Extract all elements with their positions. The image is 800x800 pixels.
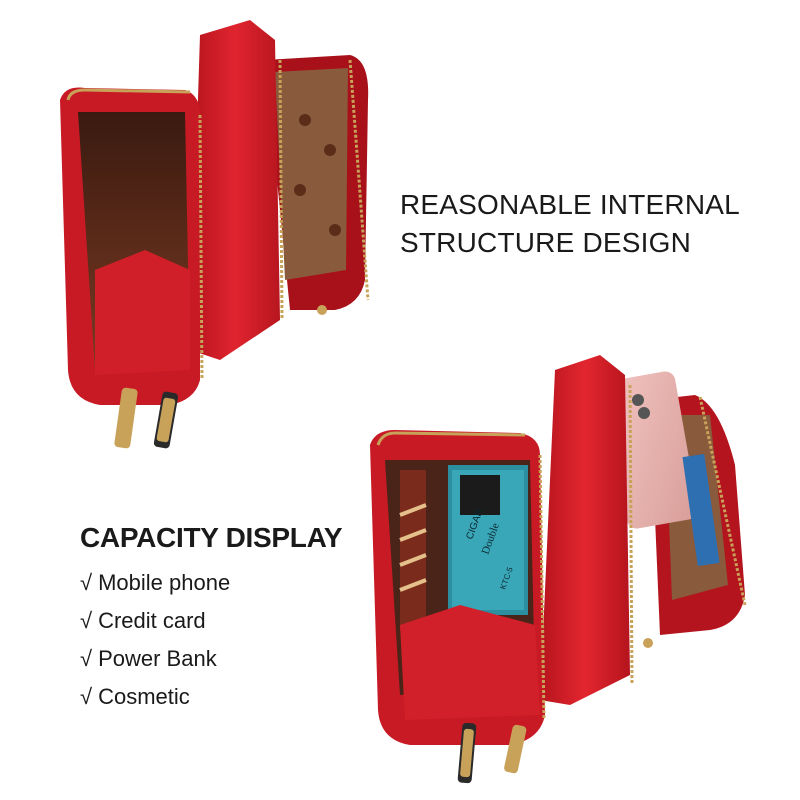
structure-heading: REASONABLE INTERNAL STRUCTURE DESIGN xyxy=(400,186,790,262)
capacity-list: √Mobile phone √Credit card √Power Bank √… xyxy=(80,564,380,716)
wallet-open-empty-image xyxy=(60,20,370,449)
capacity-section: CAPACITY DISPLAY √Mobile phone √Credit c… xyxy=(80,518,380,716)
check-mark-icon: √ xyxy=(80,608,93,633)
check-mark-icon: √ xyxy=(80,646,93,671)
wallet-open-filled-image: CIGAR Double KTC-5 xyxy=(370,355,747,784)
capacity-item: √Credit card xyxy=(80,602,380,640)
structure-heading-line2: STRUCTURE DESIGN xyxy=(400,227,691,258)
capacity-item: √Power Bank xyxy=(80,640,380,678)
check-mark-icon: √ xyxy=(80,570,93,595)
check-mark-icon: √ xyxy=(80,684,93,709)
capacity-item-label: Mobile phone xyxy=(98,570,231,595)
capacity-item-label: Credit card xyxy=(98,608,206,633)
capacity-title: CAPACITY DISPLAY xyxy=(80,522,343,553)
capacity-item-label: Cosmetic xyxy=(98,684,190,709)
capacity-item: √Mobile phone xyxy=(80,564,380,602)
capacity-item: √Cosmetic xyxy=(80,678,380,716)
structure-heading-line1: REASONABLE INTERNAL xyxy=(400,189,740,220)
capacity-item-label: Power Bank xyxy=(98,646,217,671)
